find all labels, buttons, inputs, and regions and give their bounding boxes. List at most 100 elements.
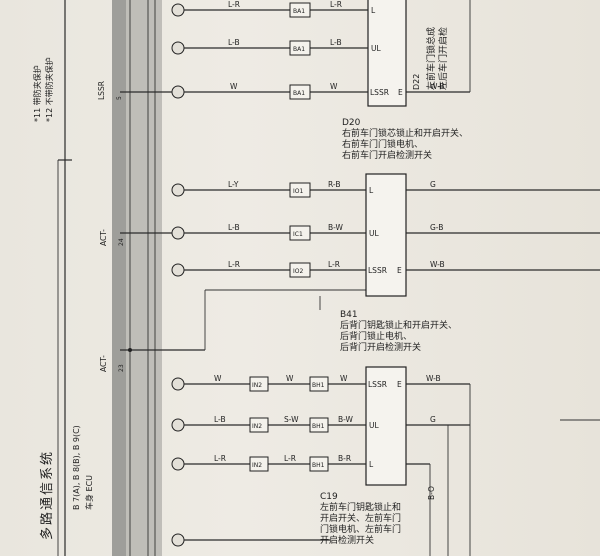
- conn-label-bh1-3: BH1: [312, 462, 325, 469]
- b41-pin-l: L: [369, 460, 374, 469]
- lssr-pin-no: 5: [116, 96, 123, 100]
- wire-label-gb: G-B: [430, 223, 443, 232]
- pin-circle-2: [171, 41, 185, 55]
- d20-pin-ul: UL: [369, 229, 379, 238]
- pin-circle-8: [171, 418, 185, 432]
- c19-caption-2: 开启开关、左前车门: [320, 514, 402, 524]
- lssr-label: LSSR: [97, 81, 106, 100]
- wire-label-lr-2: L-R: [330, 0, 342, 9]
- wire-label-wb-d20: W-B: [430, 260, 445, 269]
- d20-pin-e: E: [397, 266, 402, 275]
- wire-label-lr-5: L-R: [214, 454, 226, 463]
- wire-label-rb: R-B: [328, 180, 341, 189]
- act1-pin-no: 24: [118, 238, 125, 246]
- wire-label-wb-d22: W-B: [430, 82, 445, 91]
- pin-circle-7: [171, 377, 185, 391]
- conn-label-ba1-1: BA1: [293, 8, 305, 15]
- d20-caption-1: 右前车门锁芯锁止和开启开关、: [342, 129, 469, 139]
- conn-label-bh1-2: BH1: [312, 423, 325, 430]
- conn-label-in2-2: IN2: [252, 423, 262, 430]
- conn-label-bh1-1: BH1: [312, 382, 325, 389]
- c19-caption-1: 左前车门钥匙锁止和: [320, 503, 402, 513]
- wire-label-lr-3: L-R: [228, 260, 240, 269]
- b41-code: B41: [340, 310, 358, 320]
- wire-label-w-1: W: [230, 82, 238, 91]
- pin-circle-6: [171, 263, 185, 277]
- ecu-connectors: B 7(A), B 8(B), B 9(C): [72, 425, 81, 510]
- b41-caption-1: 后背门钥匙锁止和开启开关、: [340, 321, 458, 331]
- conn-in2-3: [249, 456, 269, 472]
- conn-ba1-3: [289, 84, 311, 100]
- d22-pin-lssr: LSSR: [370, 88, 389, 97]
- conn-bh1-3: [309, 456, 329, 472]
- wire-label-sw: S-W: [284, 415, 299, 424]
- pin-circle-9: [171, 457, 185, 471]
- pin-circle-4: [171, 183, 185, 197]
- wire-label-lb-4: L-B: [214, 415, 226, 424]
- c19-caption-4: 开启检测开关: [320, 536, 375, 546]
- pin-circle-10: [171, 533, 185, 547]
- d20-caption-3: 右前车门开启检测开关: [342, 151, 433, 161]
- d22-code: D22: [412, 73, 421, 90]
- conn-label-in2-3: IN2: [252, 462, 262, 469]
- conn-bh1-1: [309, 376, 329, 392]
- act1-label: ACT-: [99, 229, 108, 246]
- wire-label-bw-2: B-W: [338, 415, 354, 424]
- wire-label-lb-1: L-B: [228, 38, 240, 47]
- conn-label-in2-1: IN2: [252, 382, 262, 389]
- conn-io2: [289, 262, 311, 278]
- d20-pin-l: L: [369, 186, 374, 195]
- wire-label-wb-b41: W-B: [426, 374, 441, 383]
- pin-circle-1: [171, 3, 185, 17]
- act2-junction: [128, 348, 132, 352]
- wire-label-w-3: W: [214, 374, 222, 383]
- note-12: *12 不带防夹保护: [45, 57, 54, 122]
- wire-label-lb-3: L-B: [228, 223, 240, 232]
- conn-io1: [289, 182, 311, 198]
- conn-ba1-1: [289, 2, 311, 18]
- wire-label-w-5: W: [340, 374, 348, 383]
- conn-label-ba1-2: BA1: [293, 46, 305, 53]
- ecu-name: 车身 ECU: [85, 474, 94, 510]
- ecu-pin-circles: [171, 3, 185, 547]
- conn-ic1: [289, 225, 311, 241]
- d22-pin-l: L: [371, 6, 376, 15]
- note-11: *11 带防夹保护: [33, 65, 42, 122]
- wire-label-ly: L-Y: [228, 180, 239, 189]
- c19-caption-3: 门锁电机、左前车门: [320, 525, 402, 535]
- d22-pin-e: E: [398, 88, 403, 97]
- wire-label-lr-1: L-R: [228, 0, 240, 9]
- d20-box: [365, 173, 407, 297]
- b41-pin-lssr: LSSR: [368, 380, 387, 389]
- b41-caption-3: 后背门开启检测开关: [340, 343, 422, 353]
- conn-in2-1: [249, 376, 269, 392]
- wire-label-lr-6: L-R: [284, 454, 296, 463]
- d22-box: [367, 0, 407, 107]
- b41-pin-ul: UL: [369, 421, 379, 430]
- conn-label-io1: IO1: [293, 188, 303, 195]
- wire-label-g-1: G: [430, 180, 436, 189]
- pin-circle-5: [171, 226, 185, 240]
- ecu-shade-edge: [112, 0, 126, 556]
- d22-pin-ul: UL: [371, 44, 381, 53]
- wire-label-g-2: G: [430, 415, 436, 424]
- ecu-title: 多路通信系统: [40, 449, 55, 540]
- act2-pin-no: 23: [118, 364, 125, 372]
- conn-label-ba1-3: BA1: [293, 90, 305, 97]
- conn-bh1-2: [309, 417, 329, 433]
- conn-in2-2: [249, 417, 269, 433]
- pin-circle-3: [171, 85, 185, 99]
- d22-caption-2: 左后车门开启检: [439, 26, 449, 90]
- b41-caption-2: 后背门锁止电机、: [340, 332, 413, 342]
- d20-pin-lssr: LSSR: [368, 266, 387, 275]
- act2-label: ACT-: [99, 355, 108, 372]
- wire-label-bo: B-O: [427, 486, 436, 500]
- c19-code: C19: [320, 492, 338, 502]
- conn-label-ic1: IC1: [293, 231, 303, 238]
- wire-label-w-2: W: [330, 82, 338, 91]
- b41-pin-e: E: [397, 380, 402, 389]
- conn-ba1-2: [289, 40, 311, 56]
- b41-box: [365, 366, 407, 486]
